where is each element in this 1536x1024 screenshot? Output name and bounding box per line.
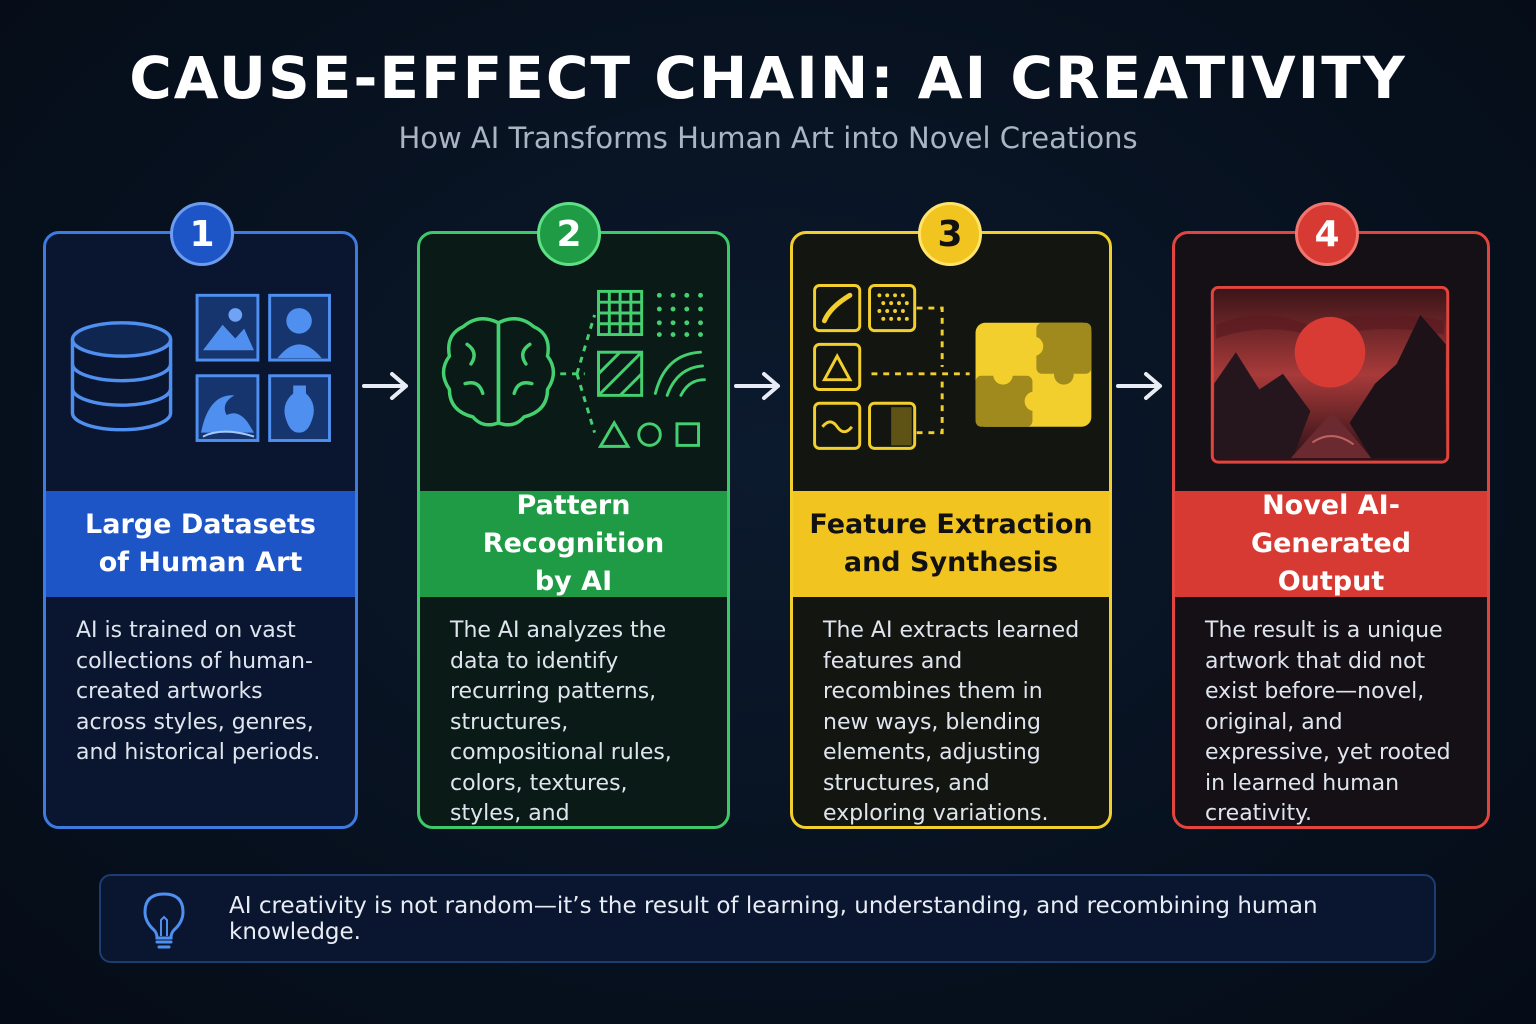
- page-title: CAUSE-EFFECT CHAIN: AI CREATIVITY: [129, 44, 1407, 112]
- step-description-1: AI is trained on vast collections of hum…: [76, 618, 321, 765]
- landscape-image-icon: [195, 293, 260, 362]
- portrait-image-icon: [268, 293, 331, 362]
- triangle-icon: [597, 419, 631, 448]
- puzzle-icon: [975, 322, 1092, 427]
- hatch-icon: [597, 350, 644, 397]
- step-2-illustration: [441, 289, 706, 448]
- key-insight-callout: AI creativity is not random—it’s the res…: [99, 874, 1436, 963]
- step-3-illustration: [813, 284, 1092, 450]
- arrow-right-icon: [734, 372, 780, 400]
- circle-icon: [637, 422, 662, 447]
- grid-icon: [597, 289, 644, 337]
- feature-connector-lines: [871, 306, 970, 435]
- texture-icon: [868, 284, 917, 333]
- shape-icons: [597, 419, 701, 448]
- pattern-connector-lines: [560, 314, 596, 434]
- step-4-illustration: [1210, 285, 1450, 464]
- wave-image-icon: [195, 374, 260, 442]
- vase-image-icon: [268, 374, 331, 442]
- lightbulb-icon: [143, 892, 185, 949]
- step-description-4: The result is a unique artwork that did …: [1205, 618, 1451, 826]
- step-number-badge-3: 3: [918, 202, 982, 266]
- wave-icon: [813, 401, 862, 450]
- generated-artwork-image: [1210, 285, 1450, 464]
- brain-icon: [441, 317, 556, 427]
- arrow-right-icon: [1116, 372, 1162, 400]
- key-insight-text: AI creativity is not random—it’s the res…: [229, 892, 1318, 945]
- step-description-3: The AI extracts learned features and rec…: [823, 618, 1080, 826]
- step-number-badge-4: 4: [1295, 202, 1359, 266]
- gradient-icon: [868, 401, 917, 450]
- step-number-badge-1: 1: [170, 202, 234, 266]
- arrow-right-icon: [362, 372, 408, 400]
- step-number-badge-2: 2: [537, 202, 601, 266]
- triangle-tile-icon: [813, 342, 862, 391]
- step-description-2: The AI analyzes the data to identify rec…: [450, 618, 672, 826]
- page-subtitle: How AI Transforms Human Art into Novel C…: [398, 121, 1138, 155]
- database-icon: [70, 321, 173, 432]
- dots-icon: [656, 292, 703, 338]
- square-icon: [675, 422, 701, 447]
- curves-icon: [653, 350, 706, 397]
- step-1-illustration: [70, 293, 331, 442]
- brush-icon: [813, 284, 862, 333]
